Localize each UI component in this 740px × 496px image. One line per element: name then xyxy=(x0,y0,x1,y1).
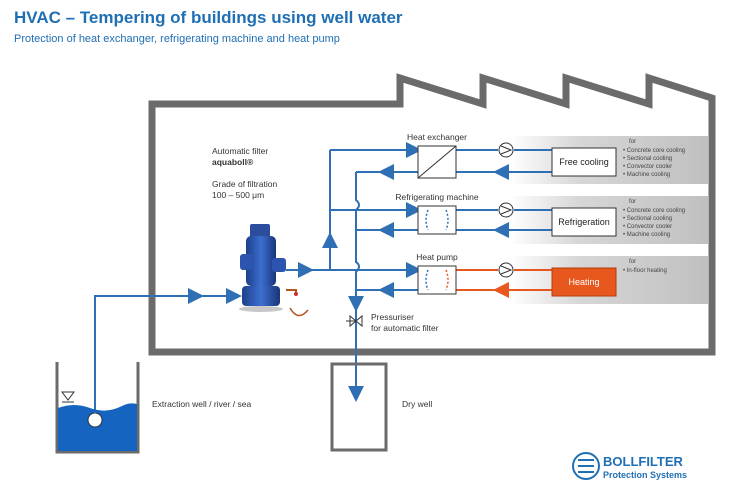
heating-box xyxy=(551,267,617,297)
pressuriser-sublabel: for automatic filter xyxy=(371,323,439,333)
page-subtitle: Protection of heat exchanger, refrigerat… xyxy=(14,33,340,45)
svg-text:• Sectional cooling: • Sectional cooling xyxy=(623,156,672,162)
extraction-well xyxy=(55,362,140,454)
free-cooling-uses: for • Concrete core cooling • Sectional … xyxy=(623,139,685,178)
svg-text:• Convector cooler: • Convector cooler xyxy=(623,224,672,230)
svg-text:• Concrete core cooling: • Concrete core cooling xyxy=(623,148,685,154)
svg-text:for: for xyxy=(629,199,636,205)
refrigeration-box xyxy=(551,207,617,237)
svg-text:• Machine cooling: • Machine cooling xyxy=(623,172,670,178)
heating-uses: for • In-floor heating xyxy=(623,259,667,274)
pump-icon xyxy=(498,142,514,278)
heating-label: Heating xyxy=(568,277,599,287)
free-cooling-box xyxy=(551,147,617,177)
svg-text:• Sectional cooling: • Sectional cooling xyxy=(623,216,672,222)
svg-text:• Machine cooling: • Machine cooling xyxy=(623,232,670,238)
svg-text:• In-floor heating: • In-floor heating xyxy=(623,268,667,274)
automatic-filter-icon xyxy=(239,224,309,317)
svg-text:• Convector cooler: • Convector cooler xyxy=(623,164,672,170)
pressuriser-label: Pressuriser xyxy=(371,312,414,322)
heat-exchanger-title: Heat exchanger xyxy=(407,132,467,142)
filter-label: Automatic filter xyxy=(212,146,268,156)
refrigeration-label: Refrigeration xyxy=(558,217,610,227)
supply-pipes xyxy=(94,142,552,412)
refrigerating-machine-title: Refrigerating machine xyxy=(395,192,478,202)
svg-text:for: for xyxy=(629,259,636,265)
heating-pipes xyxy=(456,269,552,298)
extraction-well-label: Extraction well / river / sea xyxy=(152,399,251,409)
filter-product: aquaboll® xyxy=(212,157,254,167)
bollfilter-logo: BOLLFILTER Protection Systems xyxy=(572,452,687,480)
heat-pump-box xyxy=(417,265,457,295)
refrigerating-machine-box xyxy=(417,205,457,235)
page-title: HVAC – Tempering of buildings using well… xyxy=(14,8,403,27)
pressuriser-valve-icon xyxy=(346,314,363,328)
svg-text:for: for xyxy=(629,139,636,145)
svg-text:• Concrete core cooling: • Concrete core cooling xyxy=(623,208,685,214)
filtration-grade-value: 100 – 500 μm xyxy=(212,190,264,200)
heat-pump-title: Heat pump xyxy=(416,252,458,262)
filtration-grade-label: Grade of filtration xyxy=(212,179,277,189)
dry-well xyxy=(330,362,388,452)
free-cooling-label: Free cooling xyxy=(559,157,609,167)
logo-tagline: Protection Systems xyxy=(603,470,687,480)
refrigeration-uses: for • Concrete core cooling • Sectional … xyxy=(623,199,685,238)
logo-brand: BOLLFILTER xyxy=(603,454,684,469)
dry-well-label: Dry well xyxy=(402,399,432,409)
building-outline xyxy=(148,73,716,356)
